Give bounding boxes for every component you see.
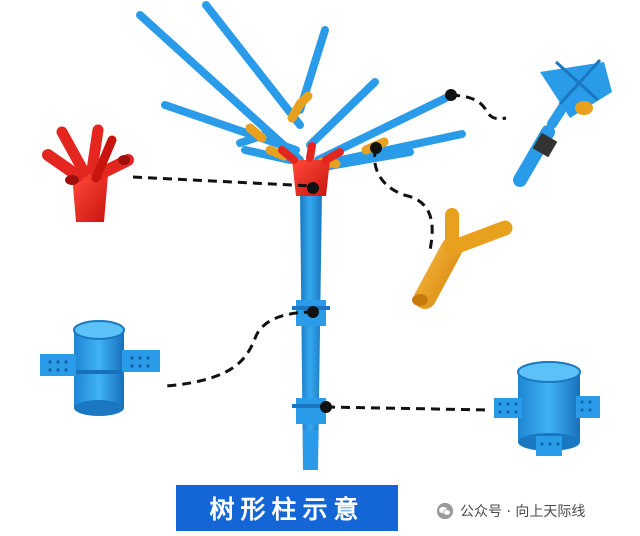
tree-branches: [136, 1, 466, 172]
leader-branch-tip: [450, 93, 507, 121]
leader-lines: [132, 93, 507, 412]
trunk-shaft: [300, 190, 322, 470]
branch-5: [161, 101, 300, 154]
dot-mid-joint: [307, 306, 319, 318]
detail-red-cast-node: [42, 124, 134, 222]
leader-base-joint: [325, 405, 491, 412]
watermark: 公众号 · 向上天际线: [436, 500, 585, 522]
figure-title-bar: 树形柱示意: [176, 485, 398, 531]
tree-trunk: [292, 190, 330, 470]
branch-4: [306, 78, 379, 149]
watermark-text: 公众号 · 向上天际线: [460, 504, 586, 520]
branch-2: [202, 1, 304, 129]
detail-base-joint: [494, 361, 600, 456]
detail-branch-tip: [513, 58, 612, 187]
detail-mid-joint: [40, 320, 160, 416]
branch-1: [136, 11, 304, 164]
dot-top-node: [307, 182, 319, 194]
tree-top-node: [278, 142, 344, 196]
leader-mid-joint: [165, 310, 314, 388]
leader-dots: [307, 89, 457, 413]
wechat-icon: [436, 502, 454, 520]
dot-branch-y: [370, 142, 382, 154]
figure-title: 树形柱示意: [209, 495, 365, 524]
leader-branch-y: [373, 147, 434, 251]
branch-node-4: [265, 145, 289, 161]
branch-node-2: [245, 123, 267, 143]
branch-node-1b: [295, 91, 313, 109]
dot-base-joint: [320, 401, 332, 413]
trunk-joint-base: [296, 398, 326, 424]
leader-top-node: [132, 175, 313, 188]
detail-orange-y-node: [412, 208, 513, 309]
dot-branch-tip: [445, 89, 457, 101]
trunk-foot: [303, 430, 318, 470]
trunk-joint-base-plate: [292, 404, 330, 408]
